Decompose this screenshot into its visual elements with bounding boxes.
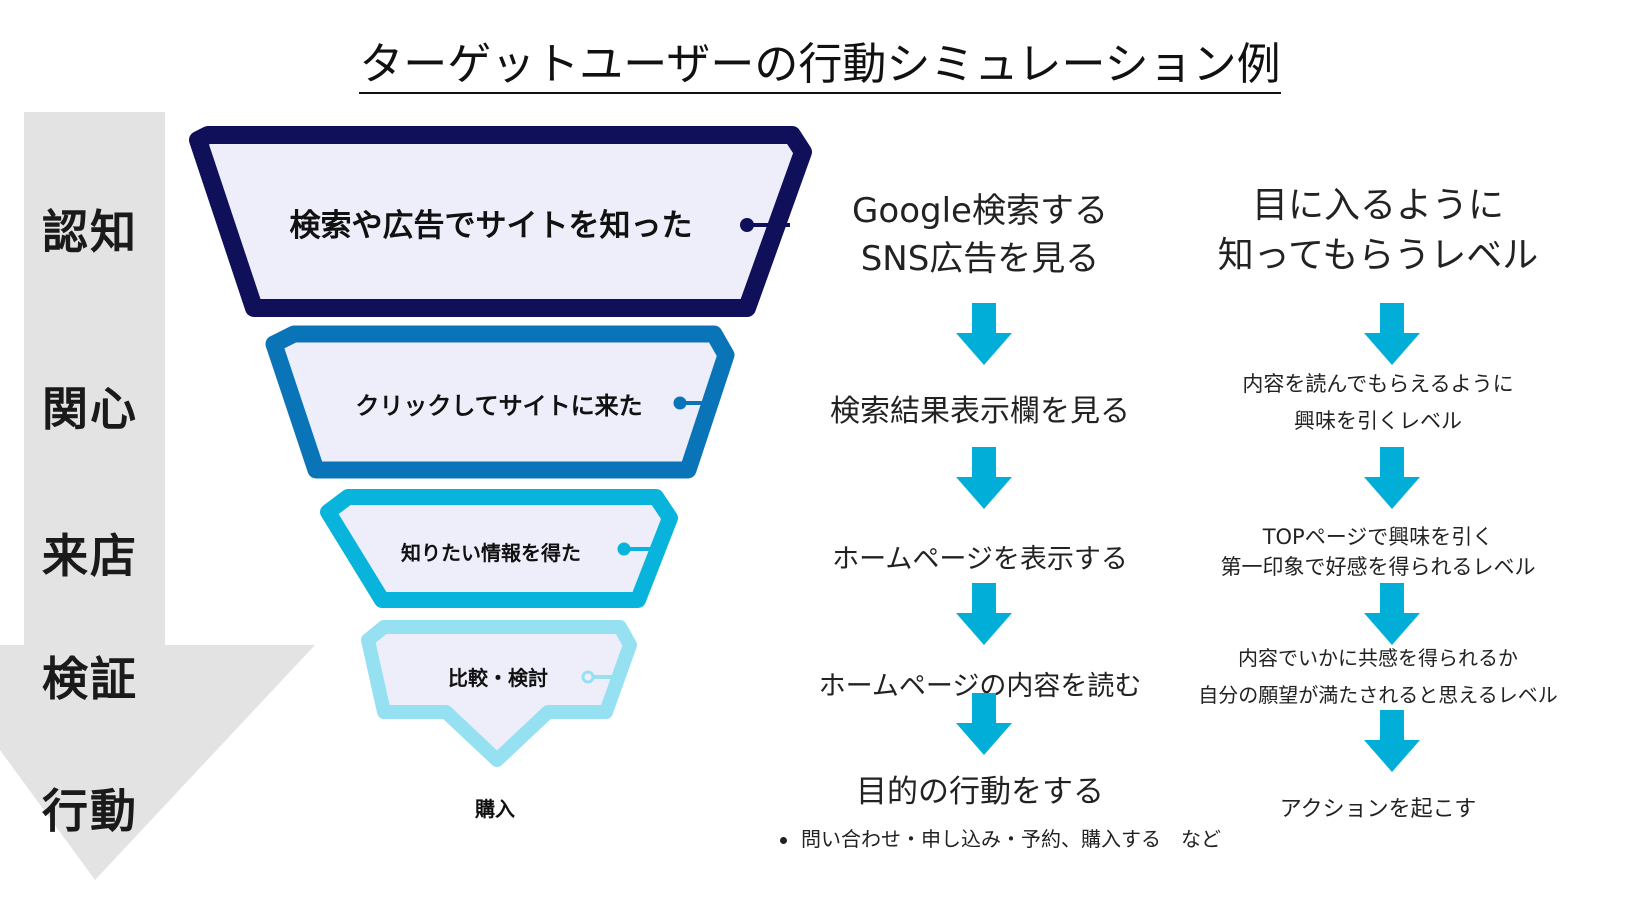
middle-note: 問い合わせ・申し込み・予約、購入する など	[780, 823, 1221, 852]
bullet-icon	[780, 837, 787, 844]
page-title: ターゲットユーザーの行動シミュレーション例	[0, 28, 1640, 94]
right-step-2-line-2: 興味を引くレベル	[1294, 409, 1462, 433]
funnel-level-4-label: 比較・検討	[448, 666, 548, 690]
down-arrow-icon	[956, 693, 1012, 755]
funnel-level-4-shape	[361, 620, 637, 767]
middle-step-1-line-1: Google検索する	[852, 191, 1108, 231]
funnel-level-2-label: クリックしてサイトに来た	[355, 392, 643, 420]
funnel-level-1-shape	[189, 126, 812, 317]
down-arrow-icon	[1364, 447, 1420, 509]
right-step-3-line-2: 第一印象で好感を得られるレベル	[1220, 555, 1536, 579]
right-step-1-line-1: 目に入るように	[1251, 185, 1504, 226]
funnel-level-3-label: 知りたい情報を得た	[401, 541, 581, 565]
right-step-2-line-1: 内容を読んでもらえるように	[1242, 372, 1514, 396]
down-arrow-icon	[956, 583, 1012, 645]
stage-label-action: 行動	[42, 784, 138, 838]
funnel-level-3-dot	[617, 542, 631, 556]
right-step-3-line-1: TOPページで興味を引く	[1262, 525, 1494, 549]
page-title-text: ターゲットユーザーの行動シミュレーション例	[359, 39, 1281, 94]
funnel-level-2-shape	[265, 325, 735, 479]
funnel-level-2-dot	[673, 396, 687, 410]
down-arrow-icon	[956, 303, 1012, 365]
down-arrow-icon	[1364, 710, 1420, 772]
right-step-4: 内容でいかに共感を得られるか 自分の願望が満たされると思えるレベル	[1168, 640, 1588, 714]
down-arrow-icon	[1364, 303, 1420, 365]
stage-label-awareness: 認知	[42, 205, 138, 259]
stage-label-visit: 来店	[42, 529, 138, 583]
stage-label-verify: 検証	[42, 652, 138, 706]
middle-step-2: 検索結果表示欄を見る	[830, 394, 1130, 429]
right-step-4-line-2: 自分の願望が満たされると思えるレベル	[1198, 683, 1558, 707]
middle-step-3: ホームページを表示する	[832, 544, 1128, 575]
funnel-level-4-dot	[581, 670, 595, 684]
right-step-1-line-2: 知ってもらうレベル	[1217, 235, 1539, 276]
middle-note-text: 問い合わせ・申し込み・予約、購入する など	[801, 827, 1221, 851]
down-arrow-icon	[956, 447, 1012, 509]
middle-step-1-line-2: SNS広告を見る	[860, 239, 1100, 279]
funnel-level-1-label: 検索や広告でサイトを知った	[289, 208, 693, 244]
right-step-3: TOPページで興味を引く 第一印象で好感を得られるレベル	[1168, 522, 1588, 582]
right-step-1: 目に入るように 知ってもらうレベル	[1168, 181, 1588, 281]
right-step-2: 内容を読んでもらえるように 興味を引くレベル	[1168, 366, 1588, 440]
right-step-5: アクションを起こす	[1279, 797, 1477, 822]
funnel-level-1-dot	[740, 218, 754, 232]
funnel-level-3-shape	[320, 489, 678, 608]
right-step-4-line-1: 内容でいかに共感を得られるか	[1238, 646, 1518, 670]
middle-step-5: 目的の行動をする	[856, 774, 1104, 810]
middle-step-1: Google検索する SNS広告を見る	[770, 187, 1190, 283]
funnel-bottom-label: 購入	[475, 797, 515, 821]
stage-label-interest: 関心	[42, 382, 138, 436]
down-arrow-icon	[1364, 583, 1420, 645]
big-down-arrow-icon	[0, 112, 315, 880]
